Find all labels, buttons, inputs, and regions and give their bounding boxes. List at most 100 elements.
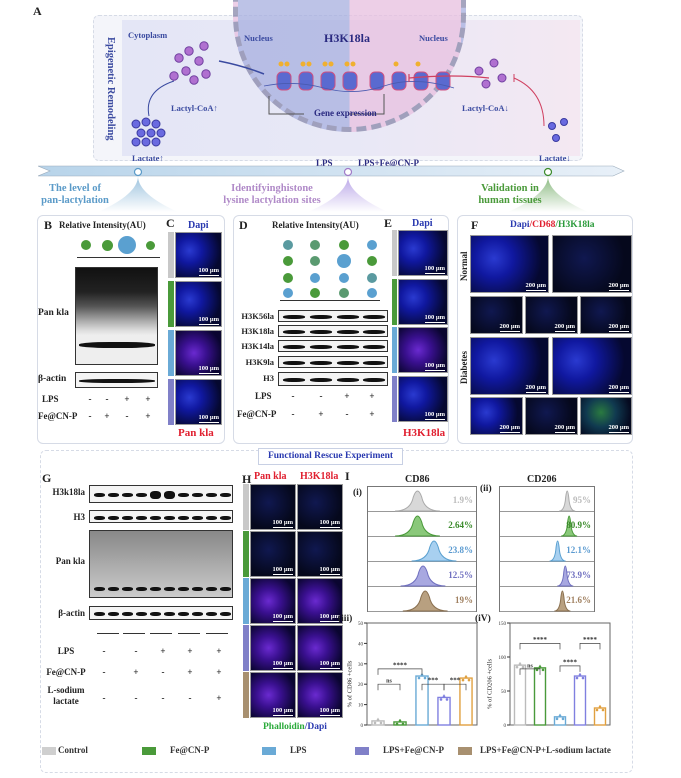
treatment-sign: - <box>102 693 106 703</box>
lps-sign: + <box>369 391 375 401</box>
lactyl-coa-molecule <box>194 56 204 66</box>
nucleus-left-label: Nucleus <box>244 33 273 43</box>
panel-h-label: H <box>242 472 252 486</box>
percent-value: 80.9% <box>566 520 591 530</box>
panel-i-label: I <box>345 469 350 483</box>
blot-band <box>283 345 305 349</box>
blot-band <box>164 587 175 591</box>
tissue-image: 200 μm <box>552 337 632 395</box>
sub-ii: (ii) <box>480 484 492 494</box>
scale-bar: 200 μm <box>608 323 629 332</box>
nucleosome <box>342 71 358 91</box>
lactyl-mark <box>328 61 334 67</box>
histogram-peak <box>402 590 448 612</box>
histogram-row: 23.8% <box>368 537 476 562</box>
group-color-strip <box>168 379 174 425</box>
dapi-image: 100 μm <box>398 230 448 276</box>
histogram-row: 21.6% <box>500 587 594 612</box>
blot-band <box>94 493 105 497</box>
timeline-label-line2: lysine lactylation sites <box>223 195 321 206</box>
scale-bar: 200 μm <box>554 323 575 332</box>
lactate-up: Lactate↑ <box>132 153 164 163</box>
treatment-sign: + <box>187 667 193 677</box>
dna-strand <box>263 81 455 92</box>
cd206-ylabel: % of CD206 +cells <box>486 658 494 710</box>
phalloidin-image: 100 μm <box>297 578 343 624</box>
scale-bar: 100 μm <box>198 267 219 276</box>
percent-value: 12.5% <box>448 570 473 580</box>
arrow-to-nucleus <box>218 60 265 75</box>
data-point <box>439 698 443 701</box>
lps-label: LPS <box>316 158 333 168</box>
blot-band <box>136 587 147 591</box>
cytoplasm-label: Cytoplasm <box>128 30 168 40</box>
data-point <box>461 678 465 682</box>
intensity-dot <box>367 273 377 283</box>
histogram-peak <box>561 515 578 537</box>
blot-band <box>283 361 305 365</box>
pan-kla-blot <box>75 267 158 365</box>
intensity-dot <box>367 288 377 298</box>
y-tick-label: 40 <box>358 642 364 647</box>
fe-sign: + <box>318 409 324 419</box>
lactyl-coa-up: Lactyl-CoA↑ <box>171 103 218 113</box>
blot-band <box>178 515 189 520</box>
lactyl-coa-molecule <box>481 79 491 89</box>
cd206-title: CD206 <box>527 474 557 485</box>
peak-curve <box>411 540 457 562</box>
scale-bar: 100 μm <box>272 660 293 669</box>
arrow-lactate-up <box>147 80 175 117</box>
intensity-dot <box>339 240 349 250</box>
histogram-peak <box>559 490 576 512</box>
blot-band <box>178 612 189 616</box>
data-point <box>464 675 468 679</box>
significance-bracket <box>559 665 581 672</box>
blot-band <box>310 330 332 334</box>
group-color-strip <box>168 281 174 327</box>
bar-4 <box>437 696 451 726</box>
cd86-title: CD86 <box>405 474 430 485</box>
y-tick-label: 20 <box>358 683 364 688</box>
data-point <box>395 722 399 726</box>
lactate-molecule <box>560 118 568 126</box>
tissue-image: 200 μm <box>470 337 549 395</box>
legend-label: Fe@CN-P <box>170 745 210 755</box>
significance-label: ns <box>527 663 533 669</box>
histogram-peak <box>395 515 440 537</box>
rescue-blot <box>89 485 233 503</box>
group-color-strip <box>392 376 397 422</box>
blot-band <box>363 361 385 365</box>
blot-band <box>79 379 155 383</box>
lactyl-coa-molecule <box>189 75 199 85</box>
cd206-histogram: 95%80.9%12.1%73.9%21.6% <box>499 486 595 612</box>
blot-band <box>337 330 359 334</box>
scale-bar: 200 μm <box>525 282 546 291</box>
phalloidin-image: 100 μm <box>250 484 296 530</box>
data-point <box>595 708 599 712</box>
histogram-peak <box>554 590 571 612</box>
significance-bracket <box>377 668 423 675</box>
group-color-strip <box>392 327 397 373</box>
lactyl-mark <box>393 61 399 67</box>
treatment-sign: + <box>187 646 193 656</box>
blot-band <box>150 515 161 520</box>
pathway-graphics <box>131 41 568 147</box>
sub-iii: (iii) <box>338 614 353 624</box>
lactyl-mark <box>300 61 306 67</box>
lane-group-line <box>178 633 200 634</box>
peak-curve <box>557 565 574 587</box>
gene-expression-label: Gene expression <box>314 108 377 118</box>
diabetes-label: Diabetes <box>459 351 469 384</box>
blot-band <box>108 515 119 520</box>
blot-band <box>122 612 133 616</box>
blot-band <box>363 345 385 349</box>
data-point <box>598 705 602 709</box>
group-color-strip <box>243 625 249 671</box>
peak-curve <box>395 515 440 537</box>
intensity-axis <box>280 300 380 301</box>
histogram-peak <box>400 565 446 587</box>
data-point <box>538 665 542 669</box>
lps-sign: - <box>88 394 92 404</box>
